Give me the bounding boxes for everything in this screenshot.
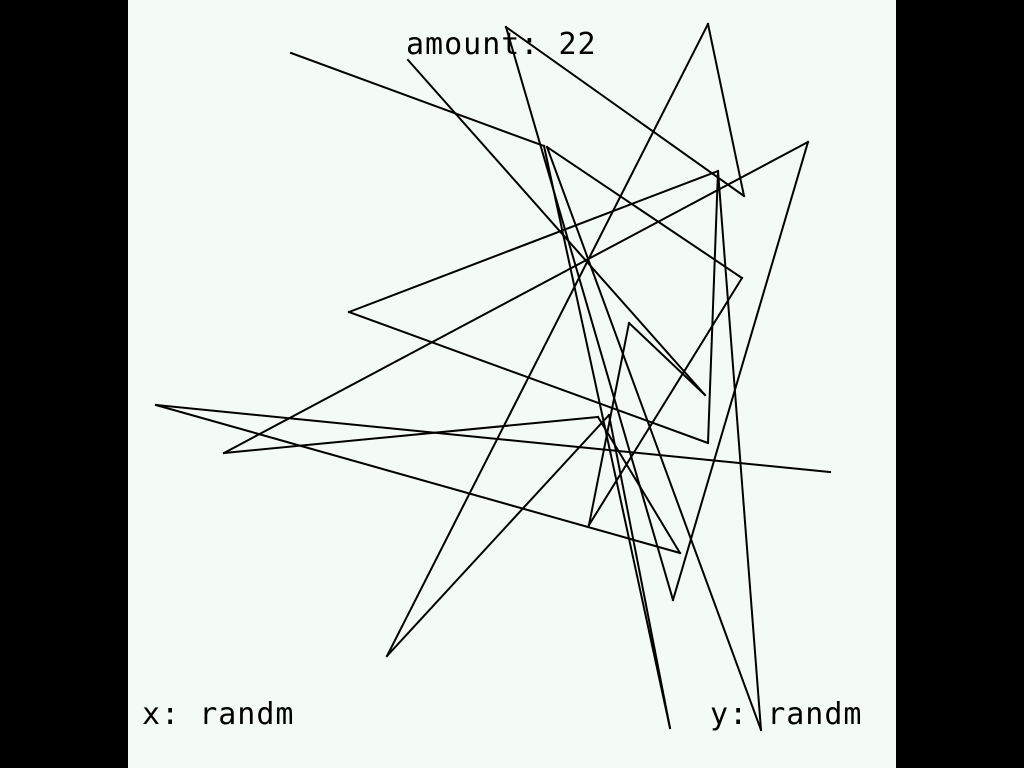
drawing-canvas[interactable]: amount: 22 x: randm y: randm [128, 0, 896, 768]
amount-readout: amount: 22 [406, 30, 597, 60]
line-segment [154, 403, 832, 474]
line-segment [222, 140, 810, 455]
line-segment [347, 169, 720, 314]
line-segment [671, 140, 810, 602]
line-segment [587, 276, 744, 527]
x-mode-value: randm [199, 697, 295, 732]
amount-label-text: amount [406, 27, 521, 62]
line-segment [627, 321, 707, 397]
x-separator: : [161, 697, 200, 732]
line-segment [347, 310, 710, 445]
line-segment [154, 403, 682, 555]
line-segment [545, 145, 763, 732]
random-lines-figure [154, 22, 832, 732]
amount-separator: : [520, 27, 559, 62]
y-mode-value: randm [767, 697, 863, 732]
x-mode-readout: x: randm [142, 700, 295, 730]
line-segment [406, 58, 707, 397]
amount-value: 22 [558, 27, 597, 62]
y-separator: : [729, 697, 768, 732]
line-segment [289, 51, 546, 148]
line-segment [716, 169, 763, 732]
y-label-text: y [710, 697, 730, 732]
line-segment [706, 22, 746, 198]
x-label-text: x [142, 697, 162, 732]
line-segment [222, 415, 600, 455]
line-segment [596, 415, 682, 555]
line-segment [504, 25, 675, 602]
line-segment [385, 413, 611, 658]
y-mode-readout: y: randm [710, 700, 863, 730]
line-segment [385, 22, 710, 658]
line-segment [545, 145, 744, 280]
line-segment [504, 25, 746, 198]
line-segment [607, 413, 672, 730]
line-segment [706, 169, 720, 445]
line-segment [587, 321, 631, 527]
